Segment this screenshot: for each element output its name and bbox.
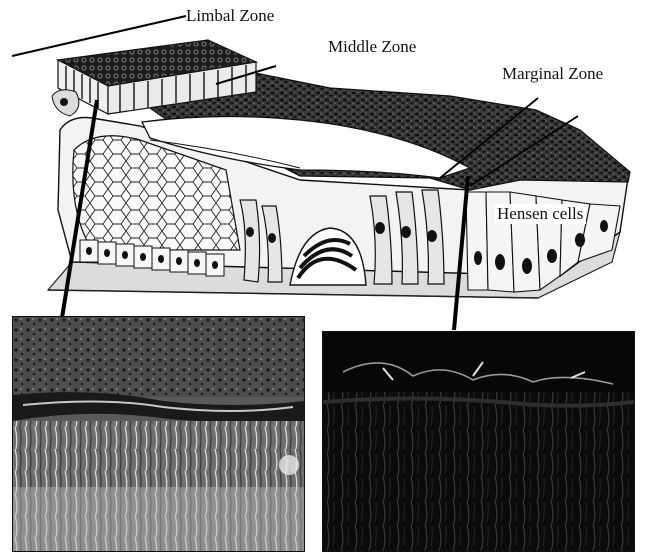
- limbal-zone-label: Limbal Zone: [186, 6, 274, 26]
- marginal-zone-label: Marginal Zone: [502, 64, 603, 84]
- hensen-cells-label: Hensen cells: [494, 204, 586, 224]
- right-micrograph: [322, 331, 635, 552]
- left-micrograph: [12, 316, 305, 552]
- middle-zone-label: Middle Zone: [328, 37, 416, 57]
